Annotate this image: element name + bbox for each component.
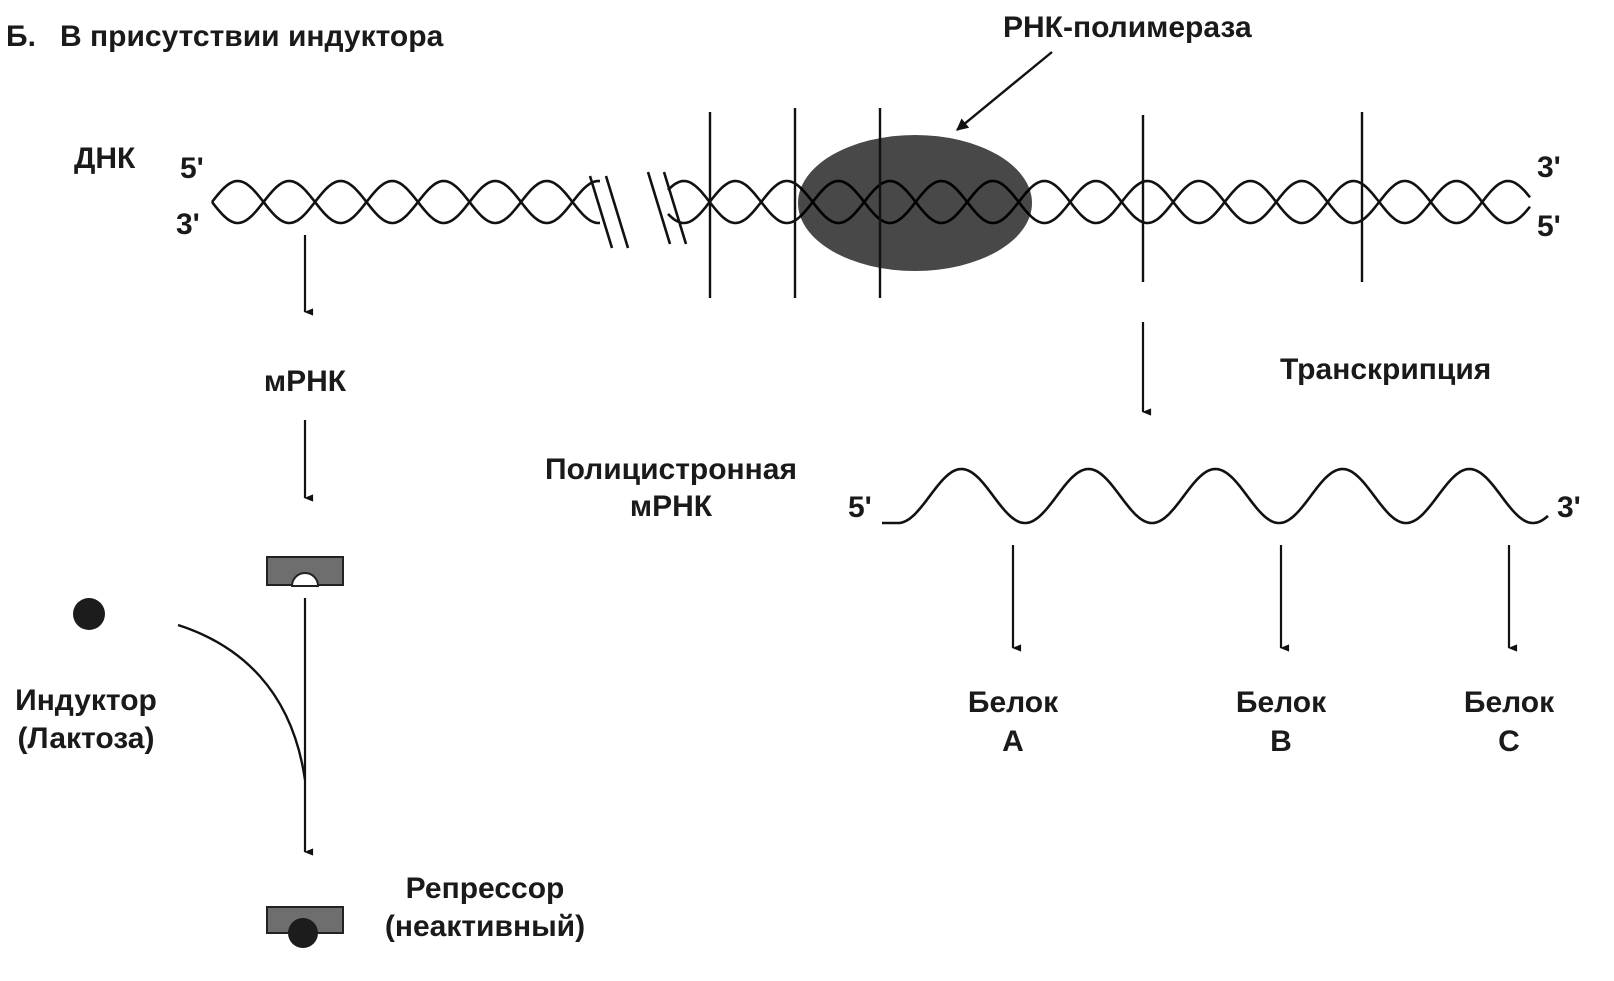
- protein-c-word: Белок: [1449, 688, 1569, 718]
- mrna-3-end: 3': [1557, 493, 1581, 523]
- inducer-label-line2: (Лактоза): [0, 724, 172, 754]
- panel-title: В присутствии индуктора: [60, 22, 443, 52]
- protein-a-letter: A: [953, 727, 1073, 757]
- protein-a-word: Белок: [953, 688, 1073, 718]
- mrna-label: мРНК: [245, 367, 365, 397]
- inducer-molecule: [73, 598, 105, 630]
- repressor-label-line2: (неактивный): [380, 912, 590, 942]
- transcription-label: Транскрипция: [1280, 355, 1491, 385]
- dna-strand-bottom: [668, 181, 1530, 223]
- bound-inducer-molecule: [288, 918, 318, 948]
- polymerase-pointer-arrow: [957, 52, 1052, 130]
- inducer-binding-curve: [178, 625, 305, 780]
- dna-right-top-end: 3': [1537, 153, 1561, 183]
- mrna-5-end: 5': [848, 493, 872, 523]
- repressor-label-line1: Репрессор: [380, 874, 590, 904]
- dna-left-top-end: 5': [180, 154, 204, 184]
- inducer-label-line1: Индуктор: [0, 686, 172, 716]
- polymerase-label: РНК-полимераза: [1003, 13, 1252, 43]
- panel-letter: Б.: [6, 22, 36, 52]
- protein-b-letter: B: [1221, 727, 1341, 757]
- polycistronic-label-line2: мРНК: [540, 492, 802, 522]
- dna-label: ДНК: [74, 144, 135, 174]
- polycistronic-label-line1: Полицистронная: [540, 455, 802, 485]
- dna-strand-top: [668, 181, 1530, 223]
- polycistronic-mrna-wave: [882, 469, 1548, 523]
- dna-left-bottom-end: 3': [176, 210, 200, 240]
- dna-right-bottom-end: 5': [1537, 212, 1561, 242]
- dna-break-mark: [590, 172, 686, 248]
- protein-b-word: Белок: [1221, 688, 1341, 718]
- protein-c-letter: C: [1449, 727, 1569, 757]
